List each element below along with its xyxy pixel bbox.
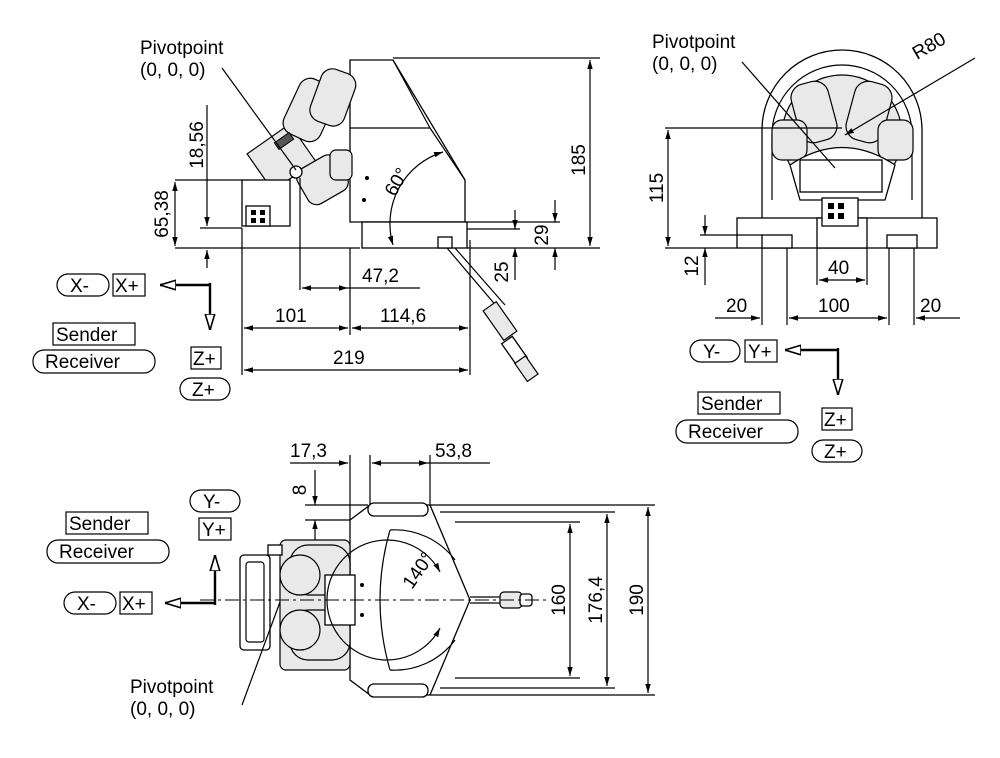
top-axis-y-minus: Y- xyxy=(203,492,220,513)
dim-29: 29 xyxy=(532,224,553,245)
front-legend-receiver: Receiver xyxy=(688,422,764,443)
dim-12: 12 xyxy=(682,255,703,276)
pivot-coords: (0, 0, 0) xyxy=(140,60,205,81)
dim-20-right: 20 xyxy=(920,296,941,317)
front-pivot-label: Pivotpoint xyxy=(652,32,736,53)
radius-r80: R80 xyxy=(909,29,950,65)
top-legend-sender: Sender xyxy=(69,514,131,535)
side-legend-receiver: Receiver xyxy=(45,352,121,373)
side-legend-sender: Sender xyxy=(56,325,118,346)
top-axis-x-plus: X+ xyxy=(122,594,146,615)
top-axis-y-plus: Y+ xyxy=(202,520,226,541)
front-axis-z-plus-box: Z+ xyxy=(824,410,847,431)
top-legend-receiver: Receiver xyxy=(59,542,135,563)
dim-8: 8 xyxy=(290,485,311,496)
dim-65-38: 65,38 xyxy=(152,190,173,238)
dim-53-8: 53,8 xyxy=(435,441,472,462)
dim-190: 190 xyxy=(627,584,648,616)
side-view-housing xyxy=(349,59,466,223)
side-view-gimbal xyxy=(246,68,357,206)
dim-185: 185 xyxy=(569,144,590,176)
top-view-sender-plate xyxy=(239,554,271,651)
side-axis-z-plus-box: Z+ xyxy=(193,349,216,370)
dim-25: 25 xyxy=(492,261,513,282)
side-axis-x-plus: X+ xyxy=(115,276,139,297)
front-axis-y-plus: Y+ xyxy=(748,342,772,363)
dim-17-3: 17,3 xyxy=(290,441,327,462)
pivot-label: Pivotpoint xyxy=(140,38,224,59)
side-axis-z-plus-pill: Z+ xyxy=(192,380,215,401)
front-view: R80 115 12 40 20 100 20 Pivotpoint (0, 0… xyxy=(647,29,976,463)
top-view: 140° 17,3 53,8 8 160 176,4 190 Pivotpoin… xyxy=(46,441,655,720)
front-axis-y-minus: Y- xyxy=(703,342,720,363)
top-view-cable xyxy=(470,596,500,604)
dim-160: 160 xyxy=(549,584,570,616)
top-pivot-coords: (0, 0, 0) xyxy=(130,699,195,720)
dim-176-4: 176,4 xyxy=(586,576,607,624)
front-axis-z-plus-pill: Z+ xyxy=(824,442,847,463)
top-view-gimbal xyxy=(239,539,356,671)
dim-115: 115 xyxy=(647,173,668,203)
side-axis-x-minus: X- xyxy=(70,276,89,297)
dim-47-2: 47,2 xyxy=(362,266,399,287)
dim-114-6: 114,6 xyxy=(380,306,426,327)
front-pivot-coords: (0, 0, 0) xyxy=(652,54,717,75)
top-axis-x-minus: X- xyxy=(77,594,96,615)
top-pivot-label: Pivotpoint xyxy=(130,677,214,698)
side-view: 185 29 25 60° 18,56 65,38 47,2 101 114, xyxy=(32,38,600,401)
dim-18-56: 18,56 xyxy=(187,121,208,169)
dim-40: 40 xyxy=(828,258,849,279)
dim-101: 101 xyxy=(275,306,307,327)
dim-219: 219 xyxy=(333,348,365,369)
dim-100: 100 xyxy=(818,296,850,317)
dim-20-left: 20 xyxy=(726,296,747,317)
front-legend-sender: Sender xyxy=(701,394,763,415)
